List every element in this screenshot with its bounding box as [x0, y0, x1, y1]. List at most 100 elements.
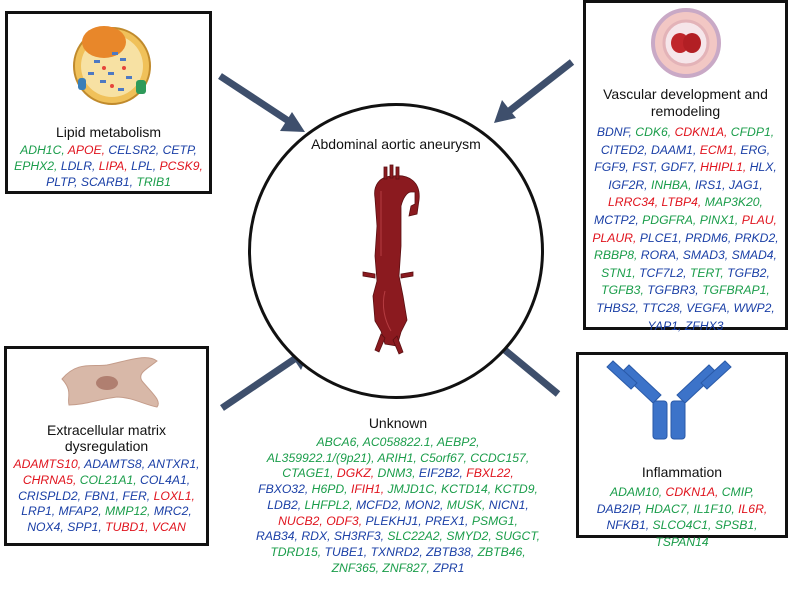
- gene-label: PRDM6,: [685, 230, 732, 245]
- gene-line: NOX4, SPP1, TUBD1, VCAN: [11, 520, 202, 536]
- gene-label: FBN1,: [84, 488, 120, 503]
- gene-label: RBBP8,: [594, 248, 638, 263]
- gene-label: FER,: [122, 488, 151, 503]
- gene-line: MCTP2, PDGFRA, PINX1, PLAU,: [590, 212, 781, 230]
- gene-line: CRISPLD2, FBN1, FER, LOXL1,: [11, 489, 202, 505]
- gene-line: STN1, TCF7L2, TERT, TGFB2,: [590, 265, 781, 283]
- gene-label: IL1F10,: [693, 501, 735, 516]
- gene-label: MCTP2,: [594, 212, 639, 227]
- gene-label: EIF2B2,: [418, 466, 463, 481]
- gene-label: VCAN: [151, 520, 186, 535]
- gene-line: TGFB3, TGFBR3, TGFBRAP1,: [590, 282, 781, 300]
- fibroblast-cell-icon: [61, 357, 159, 408]
- gene-label: PRKD2,: [734, 230, 779, 245]
- gene-line: CITED2, DAAM1, ECM1, ERG,: [590, 142, 781, 160]
- gene-label: TGFB3,: [601, 283, 644, 298]
- arrow-vascular: [494, 59, 575, 123]
- gene-label: TXNRD2,: [370, 544, 423, 559]
- gene-label: ZNF827,: [382, 560, 430, 575]
- gene-label: CTAGE1,: [282, 466, 334, 481]
- antibody-icon: [606, 360, 732, 440]
- gene-label: CCDC157,: [470, 450, 530, 465]
- gene-label: LDB2,: [267, 497, 302, 512]
- gene-line: ADAM10, CDKN1A, CMIP,: [583, 484, 781, 501]
- gene-label: NOX4,: [27, 520, 64, 535]
- gene-label: RAB34,: [255, 529, 298, 544]
- gene-label: PLAUR,: [592, 230, 637, 245]
- gene-label: ZBTB38,: [426, 544, 475, 559]
- gene-line: TSPAN14: [583, 534, 781, 551]
- gene-label: ECM1,: [699, 142, 737, 157]
- gene-line: LRP1, MFAP2, MMP12, MRC2,: [11, 504, 202, 520]
- gene-label: ADAMTS8,: [84, 457, 146, 471]
- gene-label: LIPA,: [98, 158, 128, 173]
- gene-line: RBBP8, RORA, SMAD3, SMAD4,: [590, 247, 781, 265]
- gene-label: TUBD1,: [105, 520, 149, 535]
- gene-line: NFKB1, SLCO4C1, SPSB1,: [583, 517, 781, 534]
- gene-label: MON2,: [404, 497, 444, 512]
- gene-label: ERG,: [740, 142, 771, 157]
- gene-label: FGF9,: [594, 160, 629, 175]
- gene-line: EPHX2, LDLR, LIPA, LPL, PCSK9,: [12, 159, 205, 175]
- gene-line: LRRC34, LTBP4, MAP3K20,: [590, 194, 781, 212]
- gene-label: CELSR2,: [108, 143, 160, 157]
- inflammation-box: Inflammation ADAM10, CDKN1A, CMIP,DAB2IP…: [576, 352, 788, 549]
- gene-line: LDB2, LHFPL2, MCFD2, MON2, MUSK, NICN1,: [222, 498, 574, 514]
- ecm-box: Extracellular matrix dysregulation ADAMT…: [4, 346, 209, 546]
- gene-label: SUGCT,: [495, 529, 541, 544]
- gene-label: MMP12,: [105, 504, 151, 519]
- gene-label: SLC22A2,: [387, 529, 443, 544]
- gene-label: DAAM1,: [650, 142, 697, 157]
- gene-label: LHFPL2,: [304, 497, 353, 512]
- gene-label: PDGFRA,: [642, 212, 697, 227]
- gene-label: TRIB1: [136, 174, 171, 189]
- gene-label: TSPAN14: [655, 534, 709, 549]
- gene-label: PLEKHJ1,: [365, 513, 422, 528]
- gene-label: ABCA6,: [316, 435, 360, 449]
- gene-label: PLAU,: [741, 212, 777, 227]
- gene-line: PLTP, SCARB1, TRIB1: [12, 175, 205, 191]
- lipid-metabolism-box: Lipid metabolism ADH1C, APOE, CELSR2, CE…: [5, 11, 212, 194]
- gene-label: TDRD15,: [270, 544, 322, 559]
- gene-line: ABCA6, AC058822.1, AEBP2,: [222, 435, 574, 451]
- gene-label: CFDP1,: [730, 125, 775, 139]
- gene-label: VEGFA,: [686, 300, 731, 315]
- gene-label: IRS1,: [694, 177, 726, 192]
- gene-label: YAP1,: [647, 318, 682, 333]
- gene-label: STN1,: [601, 265, 636, 280]
- gene-label: LOXL1,: [153, 488, 195, 503]
- ecm-title-line1: Extracellular matrix: [46, 422, 167, 438]
- gene-label: LRRC34,: [608, 195, 659, 210]
- gene-label: JAG1,: [728, 177, 763, 192]
- gene-line: YAP1, ZFHX3: [590, 318, 781, 336]
- gene-label: THBS2,: [596, 300, 639, 315]
- gene-label: AL359922.1/(9p21),: [266, 450, 375, 465]
- gene-label: FBXO32,: [258, 482, 309, 497]
- gene-label: MRC2,: [153, 504, 192, 519]
- gene-label: KCTD9,: [494, 482, 538, 497]
- vascular-gene-list: BDNF, CDK6, CDKN1A, CFDP1,CITED2, DAAM1,…: [590, 124, 781, 335]
- gene-label: ANTXR1,: [148, 457, 200, 471]
- gene-line: TDRD15, TUBE1, TXNRD2, ZBTB38, ZBTB46,: [222, 545, 574, 561]
- gene-label: JMJD1C,: [387, 482, 438, 497]
- arrow-lipid: [218, 73, 305, 132]
- gene-label: LDLR,: [60, 158, 96, 173]
- gene-label: PSMG1,: [471, 513, 518, 528]
- gene-label: APOE,: [67, 143, 105, 157]
- unknown-gene-list: ABCA6, AC058822.1, AEBP2,AL359922.1/(9p2…: [222, 435, 574, 576]
- gene-line: FBXO32, H6PD, IFIH1, JMJD1C, KCTD14, KCT…: [222, 482, 574, 498]
- gene-label: RORA,: [640, 248, 680, 263]
- gene-label: WWP2,: [733, 300, 775, 315]
- vascular-title-line2: remodeling: [650, 103, 721, 119]
- gene-label: DAB2IP,: [596, 501, 642, 516]
- gene-line: ZNF365, ZNF827, ZPR1: [222, 561, 574, 577]
- gene-label: TCF7L2,: [639, 265, 687, 280]
- gene-label: LTBP4,: [661, 195, 702, 210]
- gene-label: SH3RF3,: [333, 529, 384, 544]
- gene-label: SLCO4C1,: [652, 518, 712, 532]
- gene-label: TERT,: [689, 265, 724, 280]
- gene-label: KCTD14,: [441, 482, 492, 497]
- gene-label: COL21A1,: [79, 472, 137, 487]
- gene-line: ADAMTS10, ADAMTS8, ANTXR1,: [11, 457, 202, 473]
- gene-label: MFAP2,: [58, 504, 102, 519]
